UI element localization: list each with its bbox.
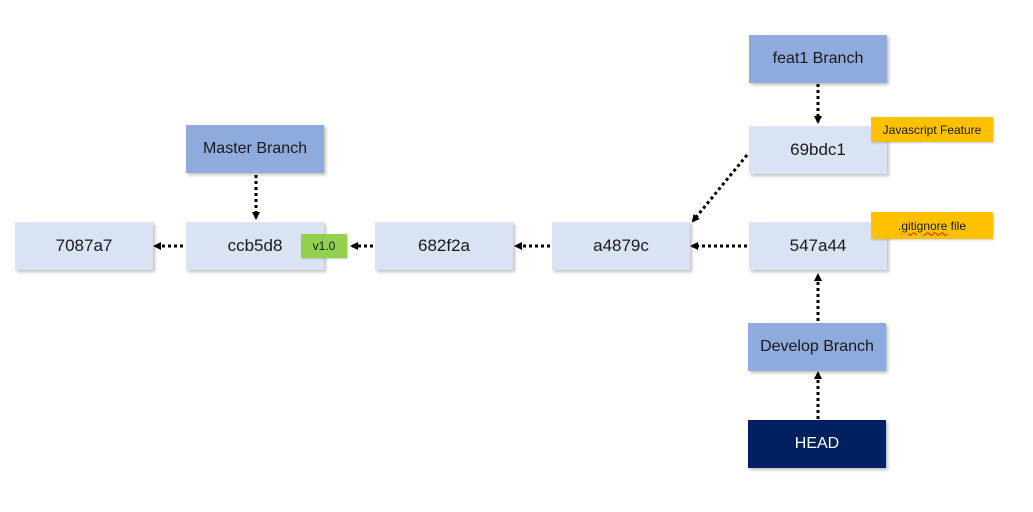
commit-69bdc1: 69bdc1: [749, 126, 887, 174]
branch-develop: Develop Branch: [748, 323, 886, 371]
commit-547a44: 547a44: [749, 222, 887, 270]
branch-feat1: feat1 Branch: [749, 35, 887, 83]
head-pointer: HEAD: [748, 420, 886, 468]
tag-javascript-feature: Javascript Feature: [871, 117, 993, 142]
arrow-69bdc1-to-a4879c: [691, 154, 749, 223]
commit-682f2a: 682f2a: [375, 222, 513, 270]
tag-gitignore-prefix: .: [897, 218, 902, 233]
tag-gitignore-word: gitignore: [901, 218, 948, 233]
tag-gitignore-suffix: file: [947, 218, 967, 233]
tag-v1: v1.0: [301, 234, 347, 258]
branch-master: Master Branch: [186, 125, 324, 173]
commit-a4879c: a4879c: [552, 222, 690, 270]
commit-7087a7: 7087a7: [15, 222, 153, 270]
tag-gitignore-file: .gitignore file: [871, 212, 993, 239]
